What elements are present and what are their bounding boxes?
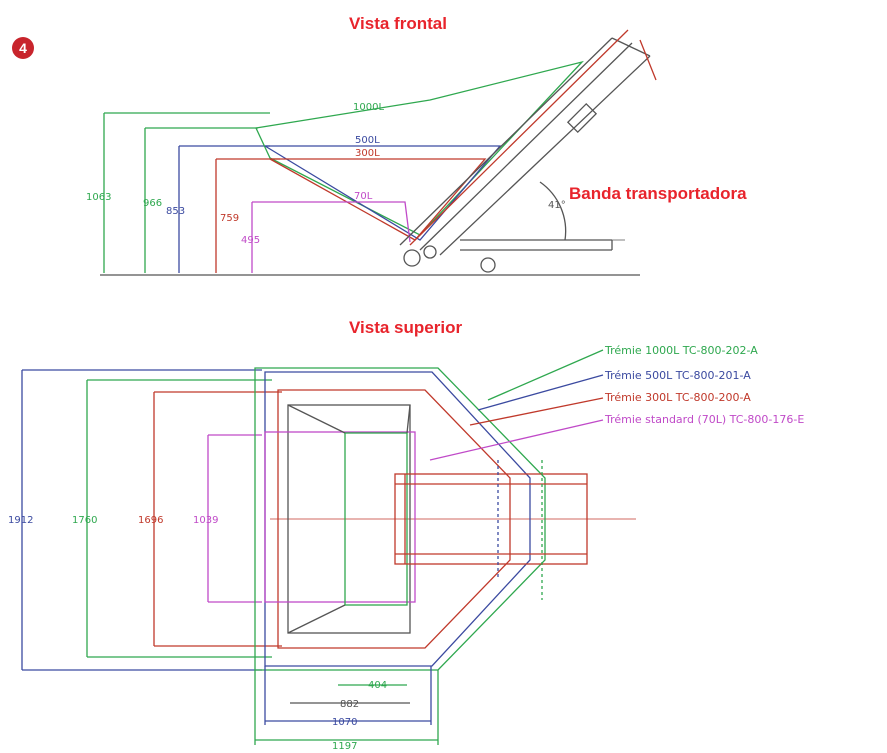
width-1912: 1912 [8, 515, 33, 526]
conveyor-top [394, 473, 588, 565]
step-number-badge: 4 [12, 37, 34, 59]
depth-1070: 1070 [332, 717, 357, 728]
depth-404: 404 [368, 680, 387, 691]
label-1000l: 1000L [353, 102, 384, 113]
front-view-labels: 1000L 500L 300L 70L 1063 966 853 759 495… [86, 102, 566, 246]
hopper-1000l-front [255, 60, 584, 236]
top-view-heading: Vista superior [349, 318, 463, 337]
hopper-legend: Trémie 1000L TC-800-202-A Trémie 500L TC… [604, 344, 804, 426]
hopper-70l-top [264, 431, 416, 603]
top-view-drawing [21, 349, 636, 745]
top-view-labels: 1912 1760 1696 1039 404 882 1070 1197 [8, 515, 387, 752]
angle-label: 41° [548, 200, 566, 211]
conveyor-heading: Banda transportadora [569, 184, 747, 203]
legend-item-1000l: Trémie 1000L TC-800-202-A [604, 344, 758, 357]
depth-1197: 1197 [332, 741, 357, 752]
height-759: 759 [220, 213, 239, 224]
height-853: 853 [166, 206, 185, 217]
front-height-dimensions [103, 112, 330, 273]
hopper-500l-front [264, 145, 502, 241]
width-1696: 1696 [138, 515, 163, 526]
legend-item-300l: Trémie 300L TC-800-200-A [604, 391, 751, 404]
label-500l: 500L [355, 135, 380, 146]
conveyor-arm [399, 37, 651, 256]
depth-882: 882 [340, 699, 359, 710]
height-966: 966 [143, 198, 162, 209]
legend-item-500l: Trémie 500L TC-800-201-A [604, 369, 751, 382]
height-495: 495 [241, 235, 260, 246]
hopper-300l-front [269, 158, 487, 241]
front-view-drawing [100, 29, 657, 276]
label-70l: 70L [354, 191, 373, 202]
chassis [403, 239, 613, 273]
width-1039: 1039 [193, 515, 218, 526]
hopper-70l-front [330, 201, 411, 243]
height-1063: 1063 [86, 192, 111, 203]
front-view-heading: Vista frontal [349, 14, 447, 33]
legend-item-70l: Trémie standard (70L) TC-800-176-E [604, 413, 804, 426]
width-1760: 1760 [72, 515, 97, 526]
hopper-300l-top [277, 389, 511, 649]
label-300l: 300L [355, 148, 380, 159]
